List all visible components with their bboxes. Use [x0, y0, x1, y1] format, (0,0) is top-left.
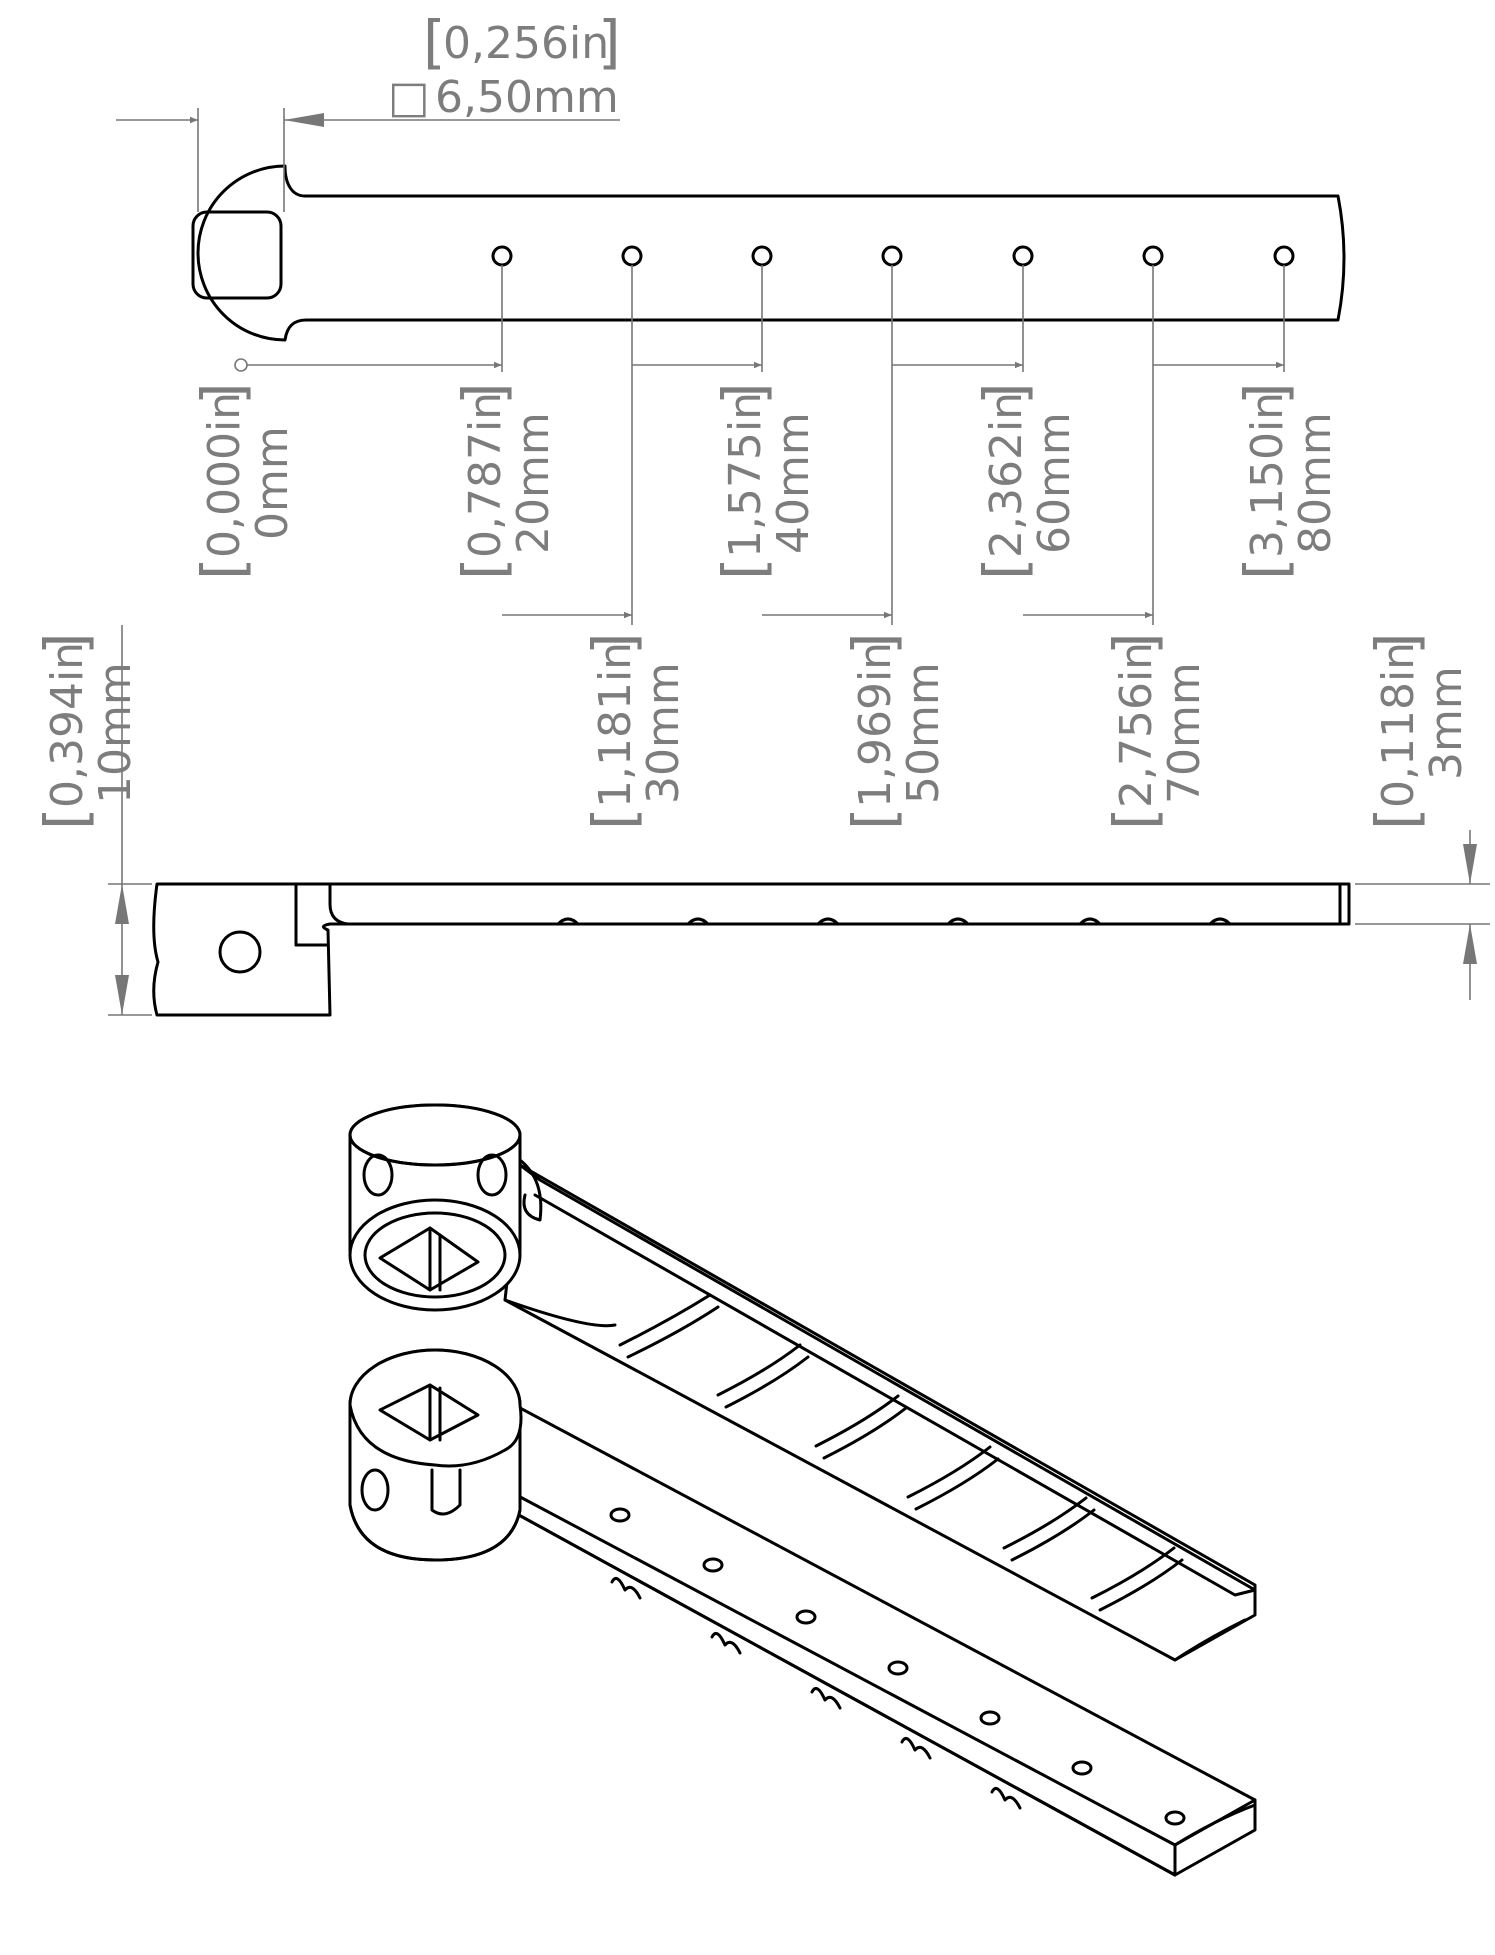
- svg-text:10mm: 10mm: [90, 662, 141, 804]
- svg-text:]: ]: [450, 382, 518, 405]
- side-pin-hole: [218, 930, 262, 974]
- hole: [491, 245, 513, 267]
- square-size-dimension: [ 0,256in ] □ 6,50mm: [116, 8, 621, 212]
- svg-text:0mm: 0mm: [247, 426, 298, 540]
- svg-text:30mm: 30mm: [638, 662, 689, 804]
- dim-label-0mm: [ 0,000in ] 0mm: [189, 382, 298, 580]
- dim-label-40mm: [ 1,575in ] 40mm: [710, 382, 819, 580]
- square-size-mm: 6,50mm: [435, 72, 619, 123]
- svg-text:1,181in: 1,181in: [590, 642, 641, 808]
- thickness-dimension: [ 0,118in ] 3mm: [1355, 632, 1490, 1000]
- svg-text:[: [: [32, 807, 100, 830]
- svg-text:2,362in: 2,362in: [981, 392, 1032, 558]
- svg-text:]: ]: [1232, 382, 1300, 405]
- svg-text:[: [: [580, 807, 648, 830]
- svg-text:80mm: 80mm: [1290, 412, 1341, 554]
- hole: [881, 245, 903, 267]
- side-view-outline: [152, 882, 1351, 1017]
- svg-text:[: [: [1232, 557, 1300, 580]
- svg-text:70mm: 70mm: [1159, 662, 1210, 804]
- top-view-outline: [196, 164, 1346, 342]
- height-dimension: [ 0,394in ] 10mm: [32, 625, 152, 1016]
- side-view: [152, 882, 1351, 1017]
- svg-text:0,000in: 0,000in: [199, 392, 250, 558]
- hole: [621, 245, 643, 267]
- svg-text:]: ]: [32, 632, 100, 655]
- isometric-part-front: [348, 1348, 1257, 1877]
- svg-text:]: ]: [1101, 632, 1169, 655]
- svg-text:50mm: 50mm: [898, 662, 949, 804]
- isometric-part-back: [348, 1103, 1257, 1662]
- svg-text:0,787in: 0,787in: [460, 392, 511, 558]
- dim-label-60mm: [ 2,362in ] 60mm: [971, 382, 1080, 580]
- isometric-holes: [609, 1507, 1186, 1826]
- svg-text:[: [: [450, 557, 518, 580]
- bracket-open: [: [423, 8, 446, 76]
- svg-text:0,118in: 0,118in: [1373, 642, 1424, 808]
- svg-text:1,575in: 1,575in: [720, 392, 771, 558]
- svg-text:]: ]: [710, 382, 778, 405]
- svg-text:3mm: 3mm: [1421, 666, 1472, 780]
- dim-label-70mm: [ 2,756in ] 70mm: [1101, 632, 1210, 830]
- side-notches: [556, 917, 1232, 926]
- svg-text:]: ]: [580, 632, 648, 655]
- svg-text:[: [: [971, 557, 1039, 580]
- square-symbol: □: [388, 72, 430, 123]
- hole-row: [491, 245, 1295, 267]
- svg-text:[: [: [189, 557, 257, 580]
- svg-text:[: [: [840, 807, 908, 830]
- dim-label-10mm: [ 0,394in ] 10mm: [32, 632, 141, 830]
- dim-label-3mm: [ 0,118in ] 3mm: [1363, 632, 1472, 830]
- dim-label-80mm: [ 3,150in ] 80mm: [1232, 382, 1341, 580]
- svg-text:]: ]: [1363, 632, 1431, 655]
- svg-text:0,394in: 0,394in: [42, 642, 93, 808]
- svg-text:1,969in: 1,969in: [850, 642, 901, 808]
- svg-text:]: ]: [971, 382, 1039, 405]
- svg-text:40mm: 40mm: [768, 412, 819, 554]
- hole: [1142, 245, 1164, 267]
- svg-text:2,756in: 2,756in: [1111, 642, 1162, 808]
- dim-label-30mm: [ 1,181in ] 30mm: [580, 632, 689, 830]
- svg-text:[: [: [1363, 807, 1431, 830]
- svg-text:60mm: 60mm: [1029, 412, 1080, 554]
- hole: [1273, 245, 1295, 267]
- top-view: [191, 164, 1346, 342]
- isometric-notches: [618, 1293, 1184, 1612]
- svg-text:3,150in: 3,150in: [1242, 392, 1293, 558]
- square-size-inch: 0,256in: [443, 18, 609, 69]
- dim-label-20mm: [ 0,787in ] 20mm: [450, 382, 559, 580]
- svg-text:20mm: 20mm: [508, 412, 559, 554]
- hole: [751, 245, 773, 267]
- dim-label-50mm: [ 1,969in ] 50mm: [840, 632, 949, 830]
- hole-dimensions: [ 0,000in ] 0mm [ 0,787in ] 20mm [ 1,575…: [189, 265, 1341, 830]
- svg-text:[: [: [1101, 807, 1169, 830]
- svg-text:]: ]: [840, 632, 908, 655]
- square-hole: [191, 210, 283, 300]
- hole: [1012, 245, 1034, 267]
- svg-text:[: [: [710, 557, 778, 580]
- bracket-close: ]: [598, 8, 621, 76]
- svg-text:]: ]: [189, 382, 257, 405]
